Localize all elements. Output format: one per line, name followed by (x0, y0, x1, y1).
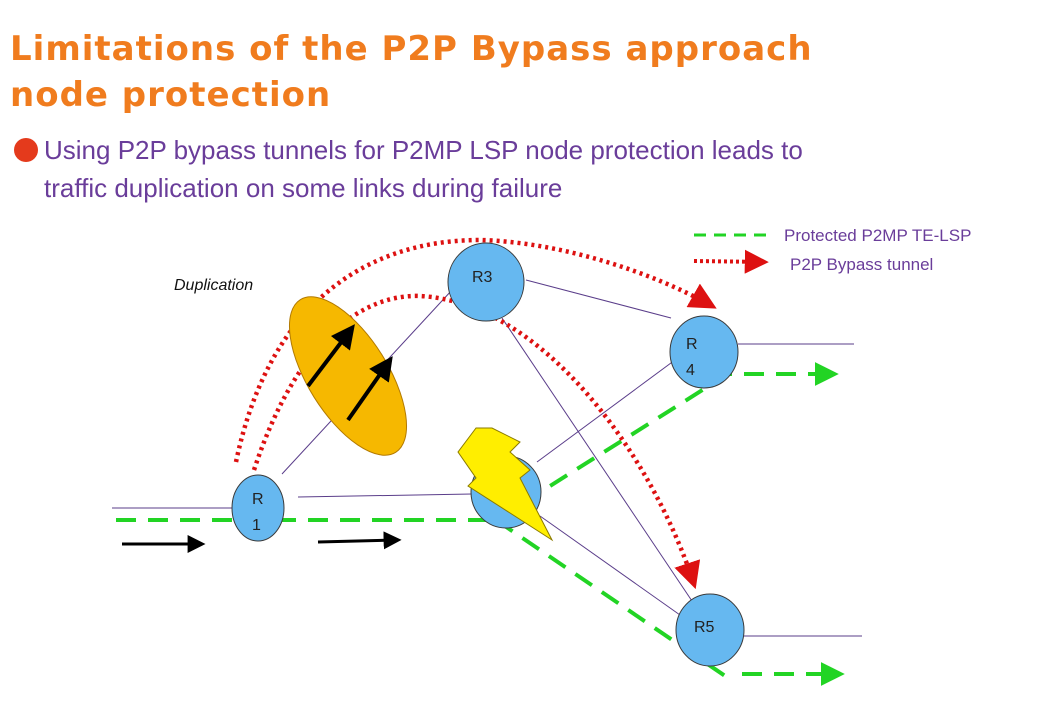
duplication-arrow-2 (346, 356, 393, 422)
node-r3-label: R3 (472, 269, 493, 286)
node-r4: R 4 (669, 315, 739, 389)
duplication-arrow-1 (306, 324, 355, 388)
node-r3: R3 (447, 242, 525, 322)
node-r5-label: R5 (694, 619, 715, 636)
duplication-label: Duplication (174, 277, 253, 294)
bullet-dot-icon (14, 138, 38, 162)
link-r1-r2 (297, 493, 473, 498)
lightning-bolt-icon (457, 427, 554, 542)
node-r4-label-line-2: 4 (686, 362, 695, 379)
duplication-ellipse (288, 296, 408, 456)
link-r2-r4 (536, 359, 676, 463)
node-r4-label-line-1: R (686, 336, 698, 353)
node-r1-label-line-1: R (252, 491, 264, 508)
legend-bypass-label: P2P Bypass tunnel (790, 255, 933, 274)
traffic-arrow-2 (317, 531, 402, 550)
node-r5: R5 (675, 593, 745, 667)
legend-protected-label: Protected P2MP TE-LSP (784, 226, 971, 245)
legend-bypass-swatch (693, 249, 769, 274)
node-r1-label-line-2: 1 (252, 517, 261, 534)
legend: Protected P2MP TE-LSP P2P Bypass tunnel (693, 226, 971, 274)
node-r1: R 1 (231, 474, 285, 542)
bypass-tunnel-r1-r4 (233, 237, 717, 463)
bullet-text-line-2: traffic duplication on some links during… (44, 173, 563, 203)
link-r3-r4 (525, 279, 672, 319)
link-r3-r5 (501, 317, 695, 605)
link-r2-r5 (539, 515, 681, 616)
slide-title-line-2: node protection (10, 75, 332, 115)
slide-title-line-1: Limitations of the P2P Bypass approach (10, 29, 813, 69)
bullet-text-line-1: Using P2P bypass tunnels for P2MP LSP no… (44, 135, 803, 165)
